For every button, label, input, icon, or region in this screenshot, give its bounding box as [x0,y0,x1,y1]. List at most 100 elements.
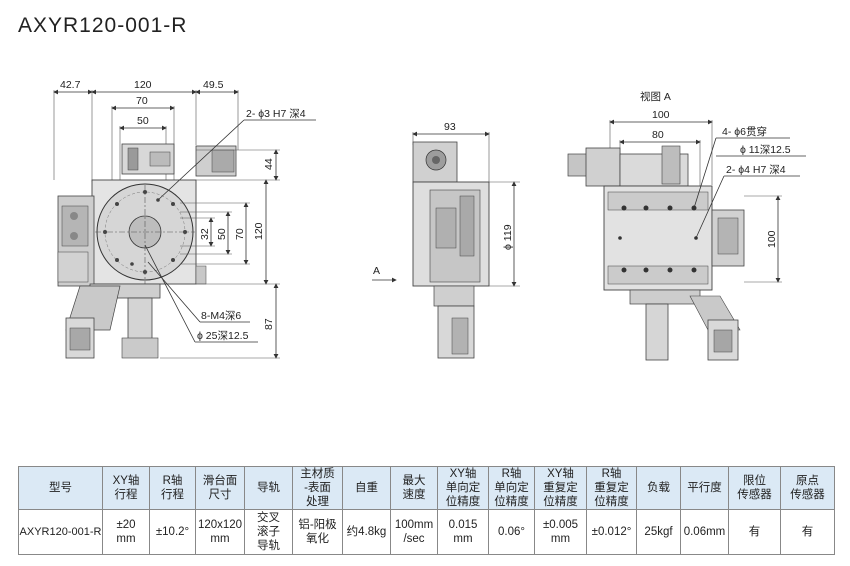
spec-header-5-line-1: -表面 [304,482,331,494]
spec-cell-9: 0.06° [488,509,535,555]
spec-header-8-line-2: 位精度 [445,496,481,508]
spec-cell-7-line-0: 100mm [394,519,434,531]
spec-header-9-line-0: R轴 [501,468,522,480]
spec-cell-7: 100mm/sec [390,509,438,555]
spec-header-7-line-0: 最大 [402,475,426,487]
spec-header-13: 平行度 [680,466,729,510]
callout-hole-h7: 2- ϕ3 H7 深4 [246,108,306,120]
dim-42-7: 42.7 [60,79,81,91]
dim-100-right: 100 [766,230,778,248]
spec-header-7-line-1: 速度 [402,489,426,501]
front-view: 42.7 120 49.5 70 50 [53,79,316,359]
spec-header-13-line-0: 平行度 [687,482,722,494]
spec-cell-13: 0.06mm [680,509,729,555]
spec-header-14: 限位传感器 [728,466,781,510]
spec-cell-6-line-0: 约4.8kg [346,526,387,538]
drawing-title: AXYR120-001-R [18,14,188,37]
spec-header-14-line-1: 传感器 [737,489,772,501]
spec-header-3-line-0: 滑台面 [202,475,238,487]
spec-cell-10-line-0: ±0.005 [542,519,579,531]
view-a: 视图 A 100 80 100 [567,90,806,361]
spec-cell-11: ±0.012° [586,509,637,555]
spec-cell-8: 0.015 mm [437,509,489,555]
dim-80: 80 [652,129,664,141]
callout-m4: 8-M4深6 [201,310,241,322]
dim-120-right: 120 [253,222,265,240]
spec-header-7: 最大速度 [390,466,438,510]
spec-header-3: 滑台面尺寸 [195,466,245,510]
spec-header-5: 主材质-表面处理 [292,466,343,510]
spec-cell-10-line-1: mm [550,533,571,545]
spec-header-11: R轴重复定位精度 [586,466,637,510]
spec-header-0: 型号 [18,466,103,510]
spec-header-4-line-0: 导轨 [257,482,280,494]
spec-header-1-line-0: XY轴 [112,475,140,487]
spec-cell-2: ±10.2° [149,509,196,555]
spec-header-5-line-2: 处理 [306,496,329,508]
spec-header-1: XY轴行程 [102,466,150,510]
dim-49-5: 49.5 [203,79,224,91]
spec-header-9-line-1: 单向定 [494,482,529,494]
dim-87: 87 [263,318,275,330]
spec-cell-1: ±20 mm [102,509,150,555]
spec-cell-4: 交叉滚子导轨 [244,509,293,555]
spec-cell-11-line-0: ±0.012° [591,526,632,538]
spec-header-10-line-2: 位精度 [543,496,578,508]
spec-header-15-line-0: 原点 [796,475,819,487]
spec-header-14-line-0: 限位 [743,475,766,487]
spec-cell-9-line-0: 0.06° [498,526,525,538]
spec-cell-0: AXYR120-001-R [18,509,103,555]
spec-header-10: XY轴重复定位精度 [534,466,587,510]
spec-cell-10: ±0.005 mm [534,509,587,555]
dim-44: 44 [263,158,275,170]
spec-cell-12: 25kgf [636,509,681,555]
spec-header-1-line-1: 行程 [114,489,138,501]
spec-header-10-line-0: XY轴 [547,468,574,480]
spec-header-12: 负载 [636,466,681,510]
spec-header-11-line-2: 位精度 [594,496,629,508]
spec-cell-8-line-0: 0.015 [448,519,478,531]
spec-cell-12-line-0: 25kgf [644,526,673,538]
spec-header-4: 导轨 [244,466,293,510]
side-view: 93 ϕ 119 A [372,121,520,359]
dim-50-top: 50 [137,115,149,127]
callout-bore: ϕ 25深12.5 [197,330,249,342]
dim-100-top: 100 [652,109,670,121]
spec-header-9: R轴单向定位精度 [488,466,535,510]
dim-70-top: 70 [136,95,148,107]
arrow-label-a: A [373,265,380,277]
spec-cell-8-line-1: mm [453,533,473,545]
spec-header-2: R轴行程 [149,466,196,510]
spec-header-11-line-1: 重复定 [594,482,629,494]
spec-header-15: 原点传感器 [780,466,835,510]
spec-cell-2-line-0: ±10.2° [155,526,190,538]
spec-cell-1-line-1: mm [116,533,136,545]
spec-header-11-line-0: R轴 [601,468,622,480]
spec-cell-14-line-0: 有 [748,526,761,538]
dim-50-right: 50 [216,228,228,240]
spec-header-2-line-0: R轴 [162,475,183,487]
callout-thru: 4- ϕ6贯穿 [722,125,767,138]
spec-cell-6: 约4.8kg [342,509,391,555]
spec-header-8: XY轴单向定位精度 [437,466,489,510]
dim-119: ϕ 119 [502,224,514,250]
callout-h7: 2- ϕ4 H7 深4 [726,164,786,176]
technical-drawings: 42.7 120 49.5 70 50 [53,79,806,361]
dim-32: 32 [199,228,211,240]
spec-header-6: 自重 [342,466,391,510]
spec-cell-15-line-0: 有 [801,526,814,538]
spec-cell-15: 有 [780,509,835,555]
spec-header-3-line-1: 尺寸 [208,489,232,501]
dim-93: 93 [444,121,456,133]
spec-header-0-line-0: 型号 [49,482,72,494]
callout-cbore: ϕ 11深12.5 [740,144,791,156]
spec-cell-7-line-1: /sec [403,533,425,545]
spec-cell-5: 铝-阳极氧化 [292,509,343,555]
spec-header-6-line-0: 自重 [355,482,378,494]
spec-header-9-line-2: 位精度 [494,496,529,508]
spec-cell-1-line-0: ±20 [116,519,136,531]
